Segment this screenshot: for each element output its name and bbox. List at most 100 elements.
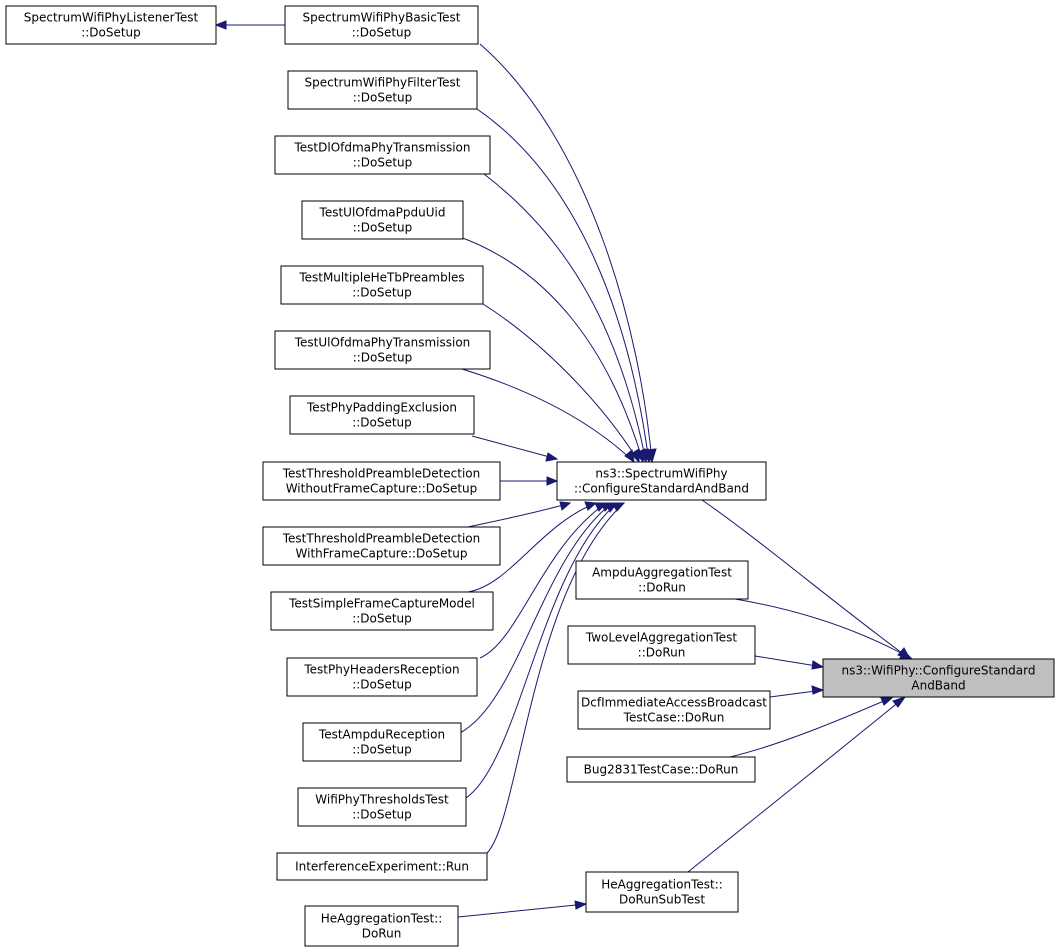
node-label-line: ::DoSetup <box>352 286 412 300</box>
edge-arrowhead <box>811 685 825 695</box>
edge-line <box>486 502 625 854</box>
edge-spectrum-to-multihe <box>482 303 640 464</box>
edge-arrowhead <box>811 660 825 670</box>
node-dlofdma[interactable]: TestDlOfdmaPhyTransmission::DoSetup <box>274 135 491 175</box>
node-label-line: InterferenceExperiment::Run <box>295 860 469 874</box>
node-label-line: SpectrumWifiPhyBasicTest <box>303 11 461 25</box>
node-box[interactable] <box>262 526 501 566</box>
node-box[interactable] <box>297 787 467 827</box>
node-box[interactable] <box>822 658 1055 698</box>
node-label-line: ::DoSetup <box>352 678 412 692</box>
edge-line <box>461 368 635 463</box>
edge-line <box>754 655 824 668</box>
node-box[interactable] <box>284 5 479 45</box>
edge-spectrum-to-interf <box>486 502 626 854</box>
node-padding[interactable]: TestPhyPaddingExclusion::DoSetup <box>289 395 475 435</box>
node-box[interactable] <box>577 690 771 730</box>
node-box[interactable] <box>302 722 462 762</box>
node-simplecap[interactable]: TestSimpleFrameCaptureModel::DoSetup <box>270 591 494 631</box>
node-ampduagg[interactable]: AmpduAggregationTest::DoRun <box>575 560 749 600</box>
node-thrwith[interactable]: TestThresholdPreambleDetectionWithFrameC… <box>262 526 501 566</box>
node-box[interactable] <box>276 852 488 881</box>
edge-spectrum-to-thrwithout <box>500 476 559 486</box>
edge-line <box>467 502 597 593</box>
node-box[interactable] <box>566 756 756 783</box>
edge-line <box>459 502 613 734</box>
node-spectrum[interactable]: ns3::SpectrumWifiPhy::ConfigureStandardA… <box>556 461 767 501</box>
node-label-line: TestDlOfdmaPhyTransmission <box>294 141 471 155</box>
node-label-line: DoRunSubTest <box>619 893 705 907</box>
edge-spectrum-to-thrwith <box>467 501 572 528</box>
node-hesub[interactable]: HeAggregationTest::DoRunSubTest <box>585 871 739 913</box>
node-label-line: TestMultipleHeTbPreambles <box>298 271 464 285</box>
node-multihe[interactable]: TestMultipleHeTbPreambles::DoSetup <box>280 265 484 305</box>
node-filter[interactable]: SpectrumWifiPhyFilterTest::DoSetup <box>287 70 478 110</box>
edge-spectrum-to-ulofdma <box>461 368 635 464</box>
node-box[interactable] <box>301 200 464 240</box>
edge-spectrum-to-padding <box>471 435 559 462</box>
node-box[interactable] <box>567 625 756 665</box>
node-label-line: TestPhyPaddingExclusion <box>306 401 457 415</box>
node-listener[interactable]: SpectrumWifiPhyListenerTest::DoSetup <box>5 5 217 45</box>
edge-arrowhead <box>624 449 635 464</box>
node-label-line: ::DoSetup <box>352 612 412 626</box>
node-label-line: DoRun <box>362 927 402 941</box>
edge-arrowhead <box>892 696 907 708</box>
edge-line <box>479 43 653 463</box>
node-box[interactable] <box>304 905 459 947</box>
edge-arrowhead <box>546 476 559 486</box>
node-label-line: WifiPhyThresholdsTest <box>315 793 449 807</box>
edge-line <box>483 173 647 463</box>
node-label-line: TestAmpduReception <box>318 728 445 742</box>
node-thresholds[interactable]: WifiPhyThresholdsTest::DoSetup <box>297 787 467 827</box>
node-label-line: ::DoSetup <box>81 26 141 40</box>
edge-spectrum-to-basic <box>479 43 657 464</box>
node-wifiphy[interactable]: ns3::WifiPhy::ConfigureStandardAndBand <box>822 658 1055 698</box>
node-box[interactable] <box>575 560 749 600</box>
node-label-line: ::DoRun <box>638 581 686 595</box>
node-dcf[interactable]: DcfImmediateAccessBroadcastTestCase::DoR… <box>577 690 771 730</box>
node-bug2831[interactable]: Bug2831TestCase::DoRun <box>566 756 756 783</box>
node-box[interactable] <box>556 461 767 501</box>
node-label-line: ns3::SpectrumWifiPhy <box>595 467 727 481</box>
edge-spectrum-to-filter <box>476 108 654 464</box>
node-ampdurx[interactable]: TestAmpduReception::DoSetup <box>302 722 462 762</box>
node-box[interactable] <box>262 461 501 501</box>
node-interf[interactable]: InterferenceExperiment::Run <box>276 852 488 881</box>
node-box[interactable] <box>274 135 491 175</box>
node-box[interactable] <box>287 70 478 110</box>
node-box[interactable] <box>274 330 491 370</box>
node-box[interactable] <box>289 395 475 435</box>
edge-spectrum-to-dlofdma <box>483 173 649 464</box>
node-label-line: ::DoSetup <box>352 743 412 757</box>
edge-wifiphy-to-twolevel <box>754 655 825 670</box>
edges-layer <box>214 20 914 918</box>
node-box[interactable] <box>270 591 494 631</box>
edge-line <box>482 303 640 463</box>
node-box[interactable] <box>286 657 478 697</box>
node-box[interactable] <box>280 265 484 305</box>
edge-line <box>687 696 906 873</box>
node-label-line: TestCase::DoRun <box>623 711 725 725</box>
node-box[interactable] <box>585 871 739 913</box>
edge-line <box>471 435 558 460</box>
node-label-line: TwoLevelAggregationTest <box>585 631 738 645</box>
node-label-line: ::DoSetup <box>352 26 412 40</box>
node-heagg[interactable]: HeAggregationTest::DoRun <box>304 905 459 947</box>
node-thrwithout[interactable]: TestThresholdPreambleDetectionWithoutFra… <box>262 461 501 501</box>
node-basic[interactable]: SpectrumWifiPhyBasicTest::DoSetup <box>284 5 479 45</box>
edge-wifiphy-to-bug2831 <box>729 696 895 758</box>
edge-line <box>465 502 618 799</box>
node-label-line: Bug2831TestCase::DoRun <box>584 763 739 777</box>
nodes-layer: SpectrumWifiPhyListenerTest::DoSetupSpec… <box>5 5 1055 947</box>
node-twolevel[interactable]: TwoLevelAggregationTest::DoRun <box>567 625 756 665</box>
node-box[interactable] <box>5 5 217 45</box>
edge-arrowhead <box>574 900 588 910</box>
node-ulofdma[interactable]: TestUlOfdmaPhyTransmission::DoSetup <box>274 330 491 370</box>
edge-line <box>459 236 644 463</box>
node-ulppdu[interactable]: TestUlOfdmaPpduUid::DoSetup <box>301 200 464 240</box>
edge-arrowhead <box>880 696 895 706</box>
node-headers[interactable]: TestPhyHeadersReception::DoSetup <box>286 657 478 697</box>
node-label-line: WithoutFrameCapture::DoSetup <box>286 482 478 496</box>
edge-wifiphy-to-ampduagg <box>734 598 914 660</box>
